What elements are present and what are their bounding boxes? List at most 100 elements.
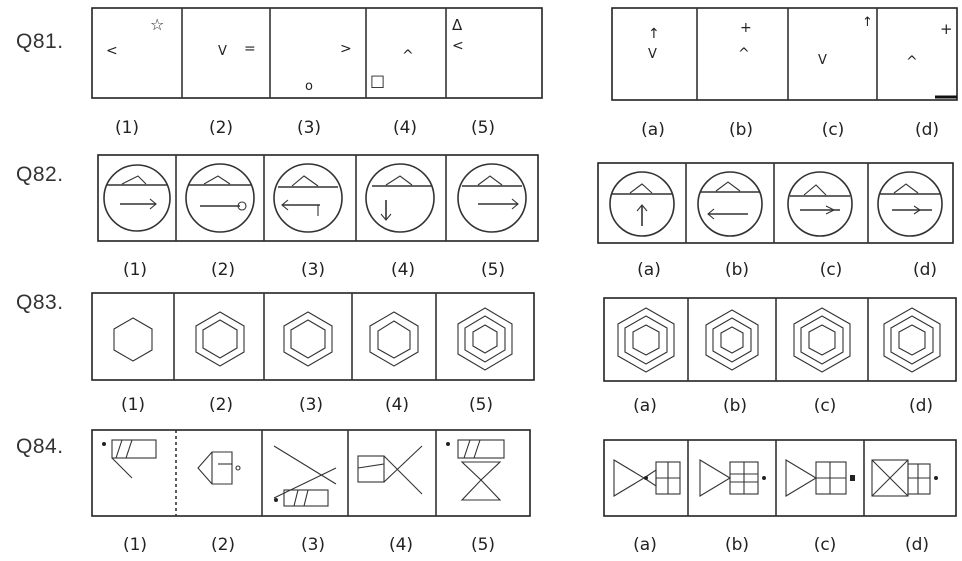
- q83-caption-3: (3): [298, 395, 324, 415]
- q84-p5-shape-icon: [446, 439, 505, 501]
- q82-p2-circle-icon: [185, 163, 255, 233]
- q84-problem-figures: [91, 429, 531, 517]
- q84-caption-5: (5): [470, 535, 496, 555]
- q82-p3-circle-icon: [273, 163, 343, 233]
- q81-b-glyph-a: +: [740, 20, 752, 36]
- q81-p1-glyph-b: ☆: [150, 15, 164, 34]
- q81-p2-glyph-a: V: [218, 44, 227, 59]
- q84-caption-b: (b): [724, 535, 750, 555]
- q84-answer-frame: [603, 439, 957, 517]
- q83-p3-hexagon-icon: [283, 311, 333, 367]
- q82-problem-figures: [97, 154, 539, 242]
- q83-a-hexagon-icon: [617, 307, 675, 373]
- q81-caption-3: (3): [296, 118, 322, 138]
- question-label-q81: Q81.: [16, 30, 64, 53]
- q83-caption-b: (b): [722, 396, 748, 416]
- q81-problem-figures: < ☆ V = > o ^ □ Δ <: [91, 7, 543, 99]
- q83-problem-figures: [91, 292, 535, 381]
- q81-caption-2: (2): [208, 118, 234, 138]
- q81-c-glyph-a: ↑: [862, 15, 873, 30]
- q82-caption-5: (5): [480, 260, 506, 280]
- q83-p2-hexagon-icon: [195, 311, 245, 367]
- q82-answer-figures: [597, 162, 954, 244]
- question-label-q82: Q82.: [16, 163, 64, 186]
- q81-p1-glyph-a: <: [106, 43, 118, 59]
- q84-p2-shape-icon: [197, 451, 241, 485]
- q82-caption-a: (a): [637, 260, 661, 280]
- q83-p1-hexagon-icon: [113, 317, 153, 362]
- q81-a-glyph-a: ↑: [648, 26, 660, 42]
- q84-answer-figures: [603, 439, 957, 517]
- q84-a-bowtie-icon: [613, 459, 681, 497]
- q84-b-bowtie-icon: [699, 459, 766, 497]
- q84-caption-3: (3): [300, 535, 326, 555]
- q81-c-glyph-b: V: [818, 53, 827, 68]
- q82-b-circle-icon: [697, 171, 763, 237]
- q82-caption-b: (b): [724, 260, 750, 280]
- question-label-q83: Q83.: [16, 291, 64, 314]
- q82-caption-4: (4): [390, 260, 416, 280]
- q83-caption-d: (d): [908, 396, 934, 416]
- q81-caption-1: (1): [114, 118, 140, 138]
- q81-caption-5: (5): [470, 118, 496, 138]
- q81-d-glyph-a: +: [940, 20, 953, 38]
- q81-problem-frame: [91, 7, 543, 99]
- q84-problem-frame: [91, 429, 531, 517]
- q82-caption-1: (1): [122, 260, 148, 280]
- q82-caption-c: (c): [819, 260, 843, 280]
- q83-caption-c: (c): [813, 396, 837, 416]
- q82-p4-circle-icon: [365, 163, 435, 233]
- q81-p5-glyph-a: Δ: [452, 16, 463, 34]
- q82-a-circle-icon: [609, 171, 675, 237]
- q81-p5-glyph-b: <: [452, 38, 464, 54]
- question-label-q84: Q84.: [16, 435, 64, 458]
- q81-caption-d: (d): [914, 120, 940, 140]
- q81-p3-glyph-a: >: [340, 41, 352, 57]
- q84-c-bowtie-icon: [785, 459, 855, 497]
- q81-caption-c: (c): [821, 120, 845, 140]
- q83-answer-frame: [603, 297, 957, 382]
- q83-caption-a: (a): [633, 396, 657, 416]
- q82-caption-2: (2): [210, 260, 236, 280]
- q83-b-hexagon-icon: [705, 309, 759, 371]
- q83-p4-hexagon-icon: [369, 311, 419, 367]
- q82-answer-frame: [597, 162, 954, 244]
- q83-answer-figures: [603, 297, 957, 382]
- q81-p4-glyph-a: ^: [402, 48, 414, 64]
- q82-caption-d: (d): [912, 260, 938, 280]
- q83-d-hexagon-icon: [883, 307, 941, 373]
- q81-caption-b: (b): [728, 120, 754, 140]
- q81-caption-a: (a): [641, 120, 665, 140]
- q81-d-glyph-b: ^: [906, 54, 918, 70]
- q84-caption-4: (4): [388, 535, 414, 555]
- q81-p3-glyph-b: o: [305, 79, 313, 94]
- q83-problem-frame: [91, 292, 535, 381]
- q84-p3-shape-icon: [273, 445, 337, 507]
- q82-caption-3: (3): [300, 260, 326, 280]
- q81-answer-figures: ↑ V + Q82. ^ ↑ V + ^: [611, 7, 958, 101]
- q81-caption-4: (4): [392, 118, 418, 138]
- q84-caption-c: (c): [813, 535, 837, 555]
- q84-d-bowtie-icon: [871, 459, 938, 497]
- q82-problem-frame: [97, 154, 539, 242]
- q83-caption-1: (1): [120, 395, 146, 415]
- q83-caption-5: (5): [468, 395, 494, 415]
- q84-p4-shape-icon: [357, 445, 423, 495]
- q81-a-glyph-b: V: [648, 47, 657, 62]
- q84-caption-d: (d): [904, 535, 930, 555]
- q82-d-circle-icon: [877, 171, 943, 237]
- q82-p1-circle-icon: [103, 164, 171, 232]
- q82-p5-circle-icon: [457, 163, 527, 233]
- q83-caption-4: (4): [384, 395, 410, 415]
- q83-c-hexagon-icon: [793, 307, 851, 373]
- q81-p2-glyph-b: =: [244, 41, 256, 57]
- q83-caption-2: (2): [208, 395, 234, 415]
- q83-p5-hexagon-icon: [457, 307, 513, 371]
- q81-b-glyph-c: ^: [738, 46, 750, 62]
- q81-p4-glyph-b: □: [370, 71, 385, 90]
- q84-caption-a: (a): [633, 535, 657, 555]
- q84-p1-shape-icon: [102, 439, 157, 479]
- q84-caption-2: (2): [210, 535, 236, 555]
- q84-caption-1: (1): [122, 535, 148, 555]
